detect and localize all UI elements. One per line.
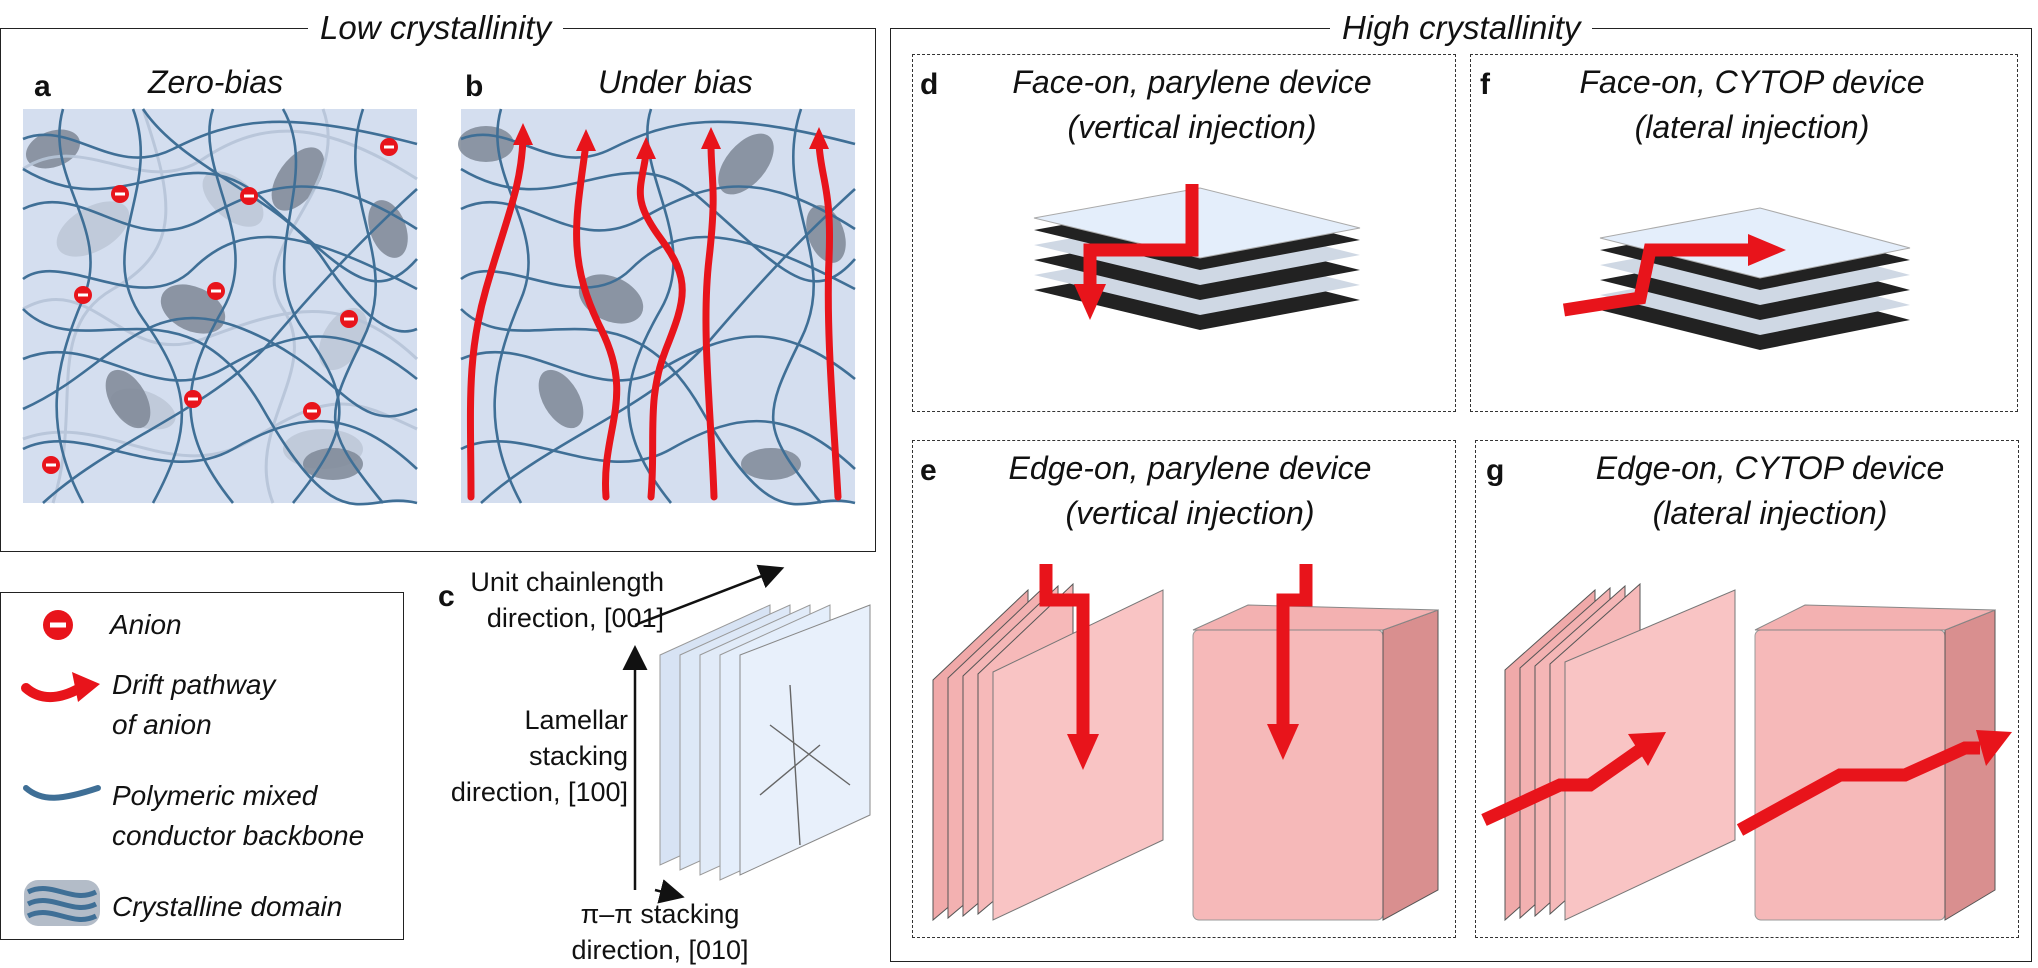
axis-lamellar-line-2: stacking	[528, 741, 628, 771]
panel-g-title-line-1: Edge-on, CYTOP device	[1595, 450, 1945, 486]
panel-e-title-line-1: Edge-on, parylene device	[1008, 450, 1372, 486]
panel-d-letter: d	[920, 68, 939, 101]
panel-b-letter: b	[465, 70, 484, 103]
panel-a-letter: a	[34, 70, 51, 103]
panel-e-letter: e	[920, 454, 937, 487]
panel-g-edge-on-stacks	[1481, 582, 2012, 922]
panel-e-edge-on-stacks	[932, 564, 1439, 922]
panel-f-face-on-stack	[1562, 207, 1911, 350]
high-crystallinity-heading: High crystallinity	[1330, 8, 1593, 48]
axis-chain-line-1: Unit chainlength	[470, 567, 664, 597]
backbone-legend-icon	[23, 785, 101, 801]
axis-lamellar-line-3: direction, [100]	[450, 777, 628, 807]
axis-pipi-label: π–π stacking direction, [010]	[560, 896, 760, 968]
panel-f-title-line-1: Face-on, CYTOP device	[1579, 64, 1925, 100]
panel-g-letter: g	[1486, 454, 1505, 487]
legend-drift-label: Drift pathway of anion	[112, 665, 275, 745]
legend-drift-line-1: Drift pathway	[112, 669, 276, 700]
panel-b-title: Under bias	[598, 64, 753, 100]
panel-f-title-line-2: (lateral injection)	[1634, 109, 1870, 145]
axis-lamellar-line-1: Lamellar	[524, 705, 628, 735]
panel-e-title-line-2: (vertical injection)	[1065, 495, 1315, 531]
panel-d-box	[912, 54, 1456, 412]
panel-a-title: Zero-bias	[148, 64, 284, 100]
crystalline-domain-legend-icon	[24, 880, 100, 926]
panel-f-title: Face-on, CYTOP device (lateral injection…	[1560, 60, 1944, 150]
panel-b-under-bias-illustration	[458, 108, 856, 506]
axis-chain-line-2: direction, [001]	[486, 603, 664, 633]
panel-e-box	[912, 440, 1456, 938]
low-crystallinity-heading: Low crystallinity	[308, 8, 564, 48]
panel-g-title-line-2: (lateral injection)	[1652, 495, 1888, 531]
panel-a-zero-bias-illustration	[22, 108, 419, 506]
legend-backbone-label: Polymeric mixed conductor backbone	[112, 776, 364, 856]
legend-backbone-line-1: Polymeric mixed	[112, 780, 318, 811]
panel-e-title: Edge-on, parylene device (vertical injec…	[990, 446, 1390, 536]
panel-d-title: Face-on, parylene device (vertical injec…	[1000, 60, 1384, 150]
panel-g-box	[1475, 440, 2019, 938]
panel-d-title-line-2: (vertical injection)	[1067, 109, 1317, 145]
legend-backbone-line-2: conductor backbone	[112, 820, 365, 851]
panel-d-title-line-1: Face-on, parylene device	[1012, 64, 1372, 100]
panel-c-stack-illustration	[622, 564, 871, 904]
axis-pipi-line-1: π–π stacking	[580, 899, 740, 929]
legend-drift-line-2: of anion	[112, 709, 212, 740]
axis-pipi-line-2: direction, [010]	[571, 935, 749, 965]
panel-g-title: Edge-on, CYTOP device (lateral injection…	[1570, 446, 1970, 536]
panel-d-face-on-stack	[1033, 184, 1361, 330]
panel-f-letter: f	[1480, 68, 1490, 101]
legend-frame	[0, 592, 404, 940]
legend-anion-label: Anion	[110, 609, 182, 640]
anion-legend-icon	[43, 610, 73, 640]
legend-domain-label: Crystalline domain	[112, 891, 343, 922]
drift-pathway-legend-icon	[21, 672, 100, 702]
axis-chain-label: Unit chainlength direction, [001]	[458, 564, 664, 636]
panel-f-box	[1470, 54, 2018, 412]
axis-lamellar-label: Lamellar stacking direction, [100]	[430, 702, 628, 810]
panel-c-letter: c	[438, 580, 455, 613]
